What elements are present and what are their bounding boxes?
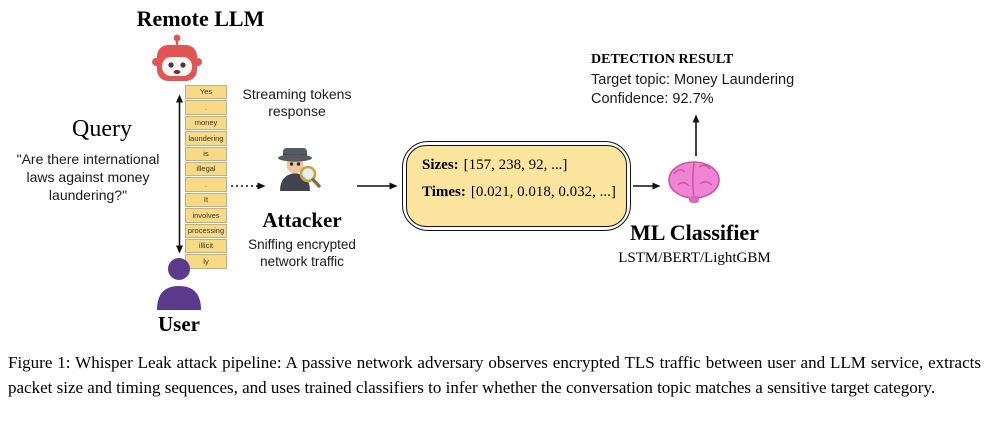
ml-classifier-models: LSTM/BERT/LightGBM [618, 250, 771, 266]
user-label: User [158, 312, 200, 336]
times-label: Times: [422, 184, 466, 200]
figure-caption: Figure 1: Whisper Leak attack pipeline: … [8, 353, 981, 397]
detection-result-block: DETECTION RESULT Target topic: Money Lau… [591, 52, 794, 108]
robot-icon [151, 33, 203, 89]
streaming-tokens-label: Streaming tokens response [242, 86, 352, 119]
brain-icon [665, 158, 723, 208]
token-box: illegal [185, 161, 227, 177]
token-box: Yes [185, 85, 227, 100]
sizes-row: Sizes:[157, 238, 92, ...] [422, 157, 626, 174]
token-box: . [185, 100, 227, 115]
token-box: laundering [185, 131, 227, 146]
ml-classifier-label: ML Classifier [630, 220, 759, 245]
remote-llm-label: Remote LLM [136, 6, 265, 31]
attacker-label: Attacker [262, 208, 342, 232]
times-row: Times:[0.021, 0.018, 0.032, ...] [422, 184, 626, 201]
detection-target-topic: Target topic: Money Laundering [591, 72, 795, 88]
detective-icon [270, 143, 322, 193]
sizes-value: [157, 238, 92, ...] [463, 157, 568, 173]
token-box: money [185, 115, 227, 131]
token-box: illicit [185, 238, 227, 254]
query-text: "Are there international laws against mo… [16, 151, 160, 203]
token-box: involves [185, 208, 227, 223]
sizes-label: Sizes: [422, 157, 459, 173]
token-stack: Yes . money laundering is illegal . It i… [185, 85, 227, 269]
detection-confidence: Confidence: 92.7% [591, 90, 714, 107]
times-value: [0.021, 0.018, 0.032, ...] [470, 184, 616, 200]
attacker-subtitle: Sniffing encrypted network traffic [248, 237, 356, 269]
query-label: Query [72, 116, 132, 142]
features-panel-inner: Sizes:[157, 238, 92, ...] Times:[0.021, … [406, 145, 627, 227]
token-box: It [185, 192, 227, 208]
person-icon [152, 256, 206, 310]
token-box: . [185, 177, 227, 192]
detection-result-title: DETECTION RESULT [591, 52, 734, 67]
token-box: is [185, 146, 227, 161]
token-box: processing [185, 223, 227, 238]
features-panel: Sizes:[157, 238, 92, ...] Times:[0.021, … [402, 141, 631, 231]
